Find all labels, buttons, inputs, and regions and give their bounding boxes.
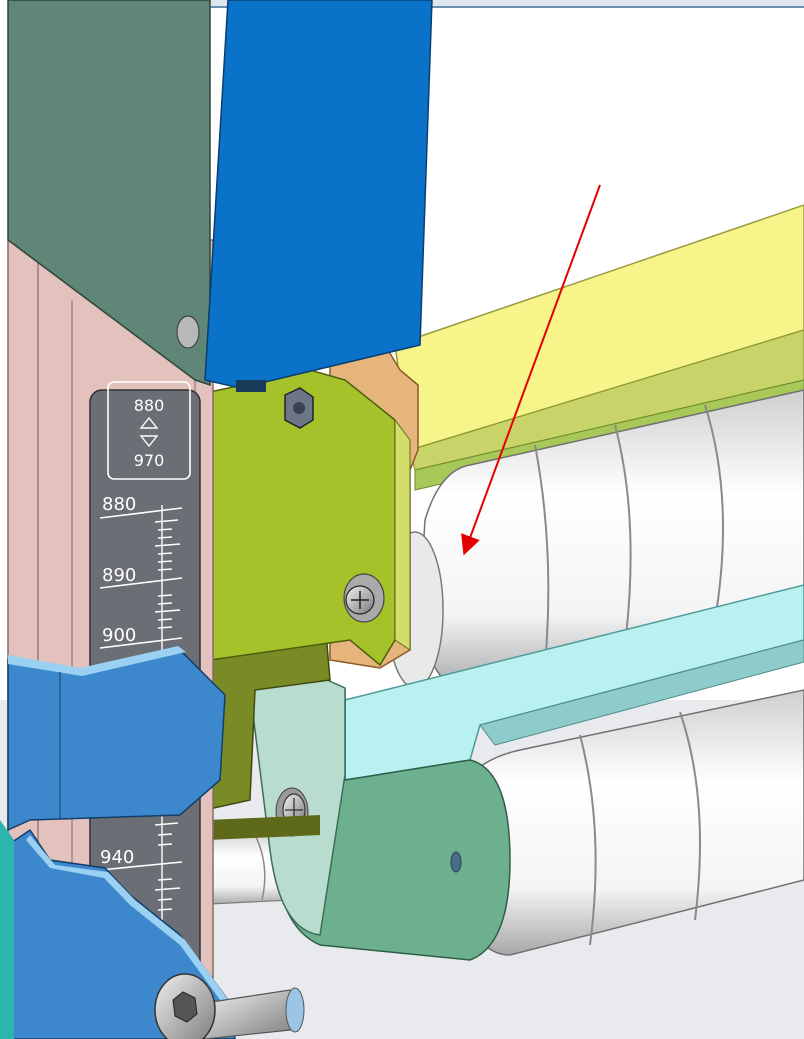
blue-panel-bottom-strip — [236, 380, 266, 392]
cyan-rail-lip — [479, 639, 804, 746]
screw-tip — [285, 987, 305, 1033]
clamp-highlight — [8, 646, 186, 676]
blue-cover-panel — [204, 0, 433, 389]
scale-mark-880: 880 — [102, 494, 136, 515]
left-edge-strip — [0, 820, 14, 1039]
scale-range-bottom: 970 — [134, 451, 165, 470]
scale-range-box — [107, 381, 191, 480]
top-rail — [90, 0, 804, 8]
clamp-upper-wrap — [7, 649, 226, 832]
scale-mark-890: 890 — [102, 565, 136, 586]
red-pointer-arrow — [461, 184, 601, 556]
scale-range-top: 880 — [134, 396, 165, 415]
olive-bracket-plate — [208, 815, 320, 840]
green-arm-hole — [450, 851, 462, 873]
panel-screw — [176, 315, 200, 349]
scale-mark-900: 900 — [102, 625, 136, 646]
grey-green-cover-panel — [7, 0, 211, 387]
scale-mark-940: 940 — [100, 847, 134, 868]
scale-ticks — [154, 505, 181, 920]
socket-recess — [172, 991, 198, 1023]
up-down-arrow-icon — [139, 416, 159, 448]
bracket-edge — [394, 418, 411, 651]
